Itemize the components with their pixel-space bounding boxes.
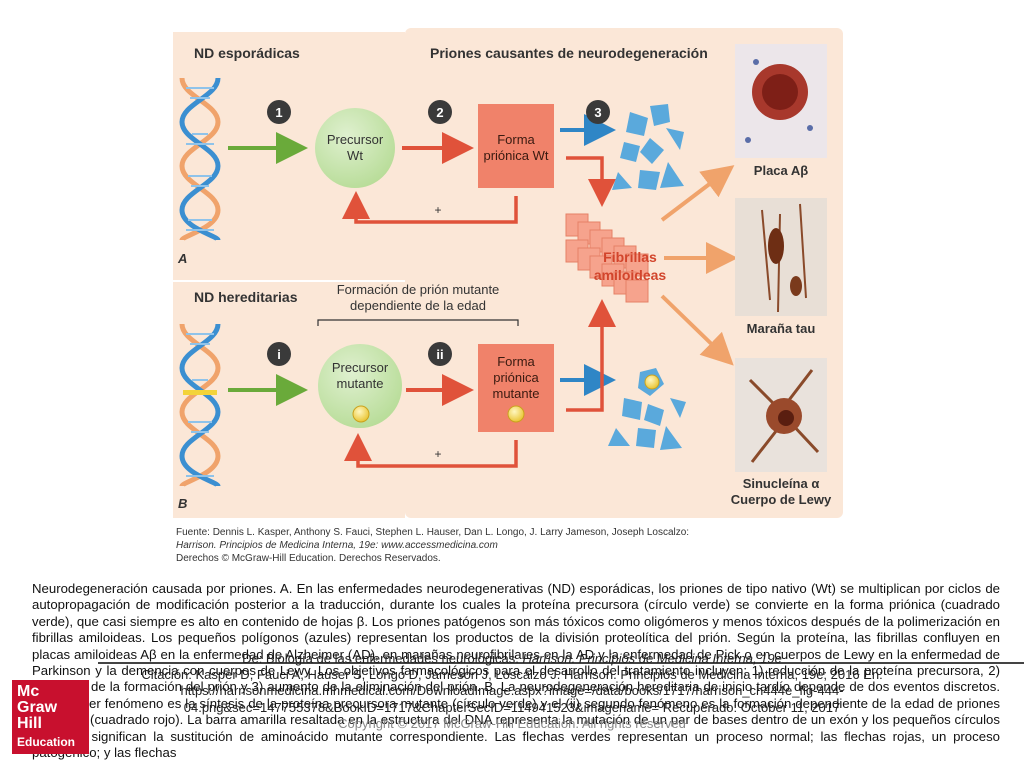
dna-helix-icon [179,77,221,243]
precursor-mutant-label-line1: Precursor [332,360,389,375]
step-badge-2 [428,100,452,124]
step-badge-ii-label: ii [436,347,443,362]
age-dependent-label-line1: Formación de prión mutante [337,282,500,297]
prion-wt-square [478,104,554,188]
fibril-to-plaque-arrow [660,165,735,222]
figure-caption: Neurodegeneración causada por priones. A… [32,581,1000,761]
oligomer-arrow-b [566,299,616,412]
mutant-residue-bead [352,405,370,423]
step-badge-2-label: 2 [436,105,443,120]
step-badge-3-label: 3 [594,105,601,120]
citation-line1-title: Harrison. Principios de Medicina Interna… [522,651,782,666]
micrograph-lewy [735,358,827,472]
precursor-wt-label-line1: Precursor [327,132,384,147]
prion-mutant-label-line2: priónica [493,370,539,385]
source-line3: Derechos © McGraw-Hill Education. Derech… [176,553,441,564]
prion-mutant-label-line3: mutante [493,386,540,401]
citation-line1: De: Biología de las enfermedades neuroló… [112,651,912,667]
prion-wt-label-line1: Forma [497,132,535,147]
panel-b-title: ND hereditarias [194,289,298,305]
panel-a-title: ND esporádicas [194,45,300,61]
proteolytic-fragments-a [612,104,684,190]
prions-panel-title: Priones causantes de neurodegeneración [430,45,708,61]
dna-helix-mutant-icon [179,323,221,489]
mutation-bar [183,390,217,395]
citation-block: De: Biología de las enfermedades neuroló… [112,651,912,732]
proteolytic-fragments-b [608,368,686,450]
panel-b-letter: B [178,496,187,511]
source-line1: Fuente: Dennis L. Kasper, Anthony S. Fau… [176,527,689,538]
step-badge-1 [267,100,291,124]
autopropagation-arrow-a [342,191,518,224]
logo-line3: Hill [17,715,42,732]
precursor-wt-circle [315,108,395,188]
oligomer-arrow-a [566,156,616,207]
logo-line1: Mc [17,683,40,700]
micrograph-plaque [735,44,827,158]
amyloid-fibrils-stack [565,213,649,303]
mcgraw-hill-logo: Mc Graw Hill Education [12,680,89,754]
source-line2: Harrison. Principios de Medicina Interna… [176,540,498,551]
prion-mutant-label-line1: Forma [497,354,535,369]
fibrils-label-line1: Fibrillas [603,249,657,265]
step-badge-ii [428,342,452,366]
step-badge-i [267,342,291,366]
citation-link-line2[interactable]: 04.png&sec=147755378&BookID=1717&Chapter… [183,699,841,715]
precursor-mutant-label-line2: mutante [337,376,384,391]
footer-divider [98,662,1024,664]
citation-link-line1[interactable]: https://harrisonmedicina.mhmedical.com/D… [180,683,844,699]
prion-wt-label-line2: priónica Wt [483,148,548,163]
micrograph-tangle [735,198,827,316]
citation-copyright: Copyright © 2017 McGraw-Hill Education. … [338,715,686,731]
fibrils-label-line2: amiloideas [594,267,667,283]
panel-a-plus: + [434,203,441,217]
step-badge-1-label: 1 [275,105,282,120]
micrograph-lewy-label-line1: Sinucleína α [743,476,820,491]
autopropagation-arrow-b [344,433,518,468]
panel-a-letter: A [177,251,187,266]
micrograph-tangle-label: Maraña tau [747,321,816,336]
step-badge-3 [586,100,610,124]
mutant-residue-bead-prion [507,405,525,423]
fibril-to-lewy-arrow [660,294,734,366]
age-dependent-label-line2: dependiente de la edad [350,298,486,313]
logo-line4: Education [17,735,76,749]
age-dependent-bracket [317,319,519,326]
precursor-mutant-circle [318,344,402,428]
step-badge-i-label: i [277,347,281,362]
micrograph-plaque-label: Placa Aβ [754,163,808,178]
panel-b-plus: + [434,447,441,461]
logo-line2: Graw [17,699,58,716]
citation-line2: Citación: Kasper D, Fauci A, Hauser S, L… [141,667,883,683]
micrograph-lewy-label-line2: Cuerpo de Lewy [731,492,832,507]
citation-line1-prefix: De: Biología de las enfermedades neuroló… [242,651,523,666]
mutant-residue-bead-fragment [644,374,660,390]
precursor-wt-label-line2: Wt [347,148,363,163]
